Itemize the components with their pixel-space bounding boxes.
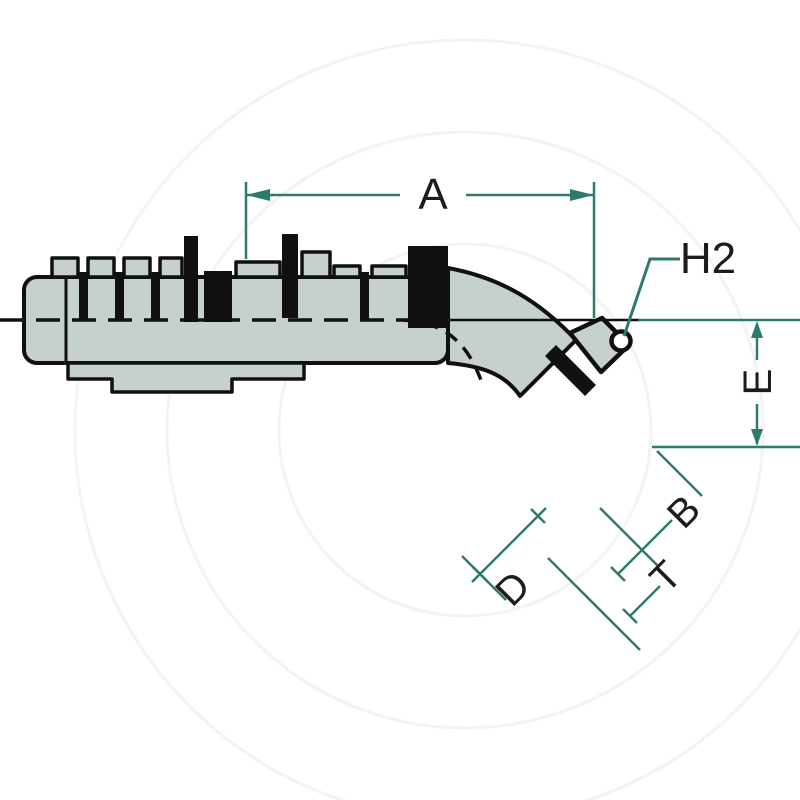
serration-groove-wide: [204, 271, 232, 322]
watermark-ring-middle: [165, 130, 765, 730]
dim-a-arrow-left: [246, 189, 270, 201]
label-h2: H2: [680, 234, 736, 283]
dim-b-line: [617, 519, 673, 575]
label-a: A: [418, 170, 448, 219]
stem-spike: [184, 236, 198, 322]
label-t-group: T: [642, 553, 690, 601]
dim-ext-oblique: [547, 557, 641, 651]
dim-a-arrow-right: [570, 189, 594, 201]
stem-serration-ridges: [50, 250, 408, 279]
crimp-band: [408, 246, 448, 328]
label-d: D: [487, 563, 539, 615]
centerlines: [0, 318, 640, 381]
bend-centerline-dashed: [401, 318, 483, 381]
dim-b-tick: [610, 566, 626, 582]
watermark-ring-inner: [277, 242, 653, 618]
h2-leader-line: [622, 257, 680, 337]
dim-t-tick: [622, 608, 638, 624]
serration-groove: [115, 272, 124, 320]
dim-d-tick: [530, 508, 546, 524]
serration-ridge: [122, 256, 152, 279]
dimension-labels: A H2 E B T D: [418, 170, 780, 615]
dim-e-arrow-down: [751, 429, 763, 446]
dim-ext-oblique: [656, 450, 703, 497]
serration-ridge: [86, 256, 116, 279]
serration-groove: [360, 272, 369, 320]
bend-tube: [446, 266, 578, 398]
stem-spike: [282, 234, 298, 318]
serration-ridge: [158, 256, 184, 279]
serration-plateau: [300, 250, 332, 279]
dimension-btd: [461, 450, 703, 651]
dim-t-line: [629, 585, 661, 617]
serration-groove: [79, 272, 88, 320]
dim-e-arrow-up: [751, 321, 763, 338]
watermark-ring-outer: [73, 38, 800, 800]
label-e: E: [736, 369, 780, 396]
serration-ridge: [332, 264, 362, 279]
serration-ridge: [50, 256, 80, 279]
dimension-arrows: [246, 189, 763, 446]
label-d-group: D: [487, 563, 539, 615]
nut-shadow-slot: [545, 345, 596, 396]
serration-groove: [151, 272, 160, 320]
watermark-rings: [73, 38, 800, 800]
label-t: T: [642, 553, 690, 601]
dim-d-tick: [472, 566, 488, 582]
h2-leader-dot: [609, 329, 633, 353]
serration-ridge: [370, 264, 408, 279]
fitting-body: [22, 234, 633, 398]
serration-plateau: [234, 260, 282, 279]
stem-underside-steps: [66, 361, 306, 394]
label-e-group: E: [736, 369, 780, 396]
dim-ext-oblique: [599, 507, 659, 567]
stem-grooves: [79, 234, 448, 328]
dim-d-line: [471, 507, 547, 583]
